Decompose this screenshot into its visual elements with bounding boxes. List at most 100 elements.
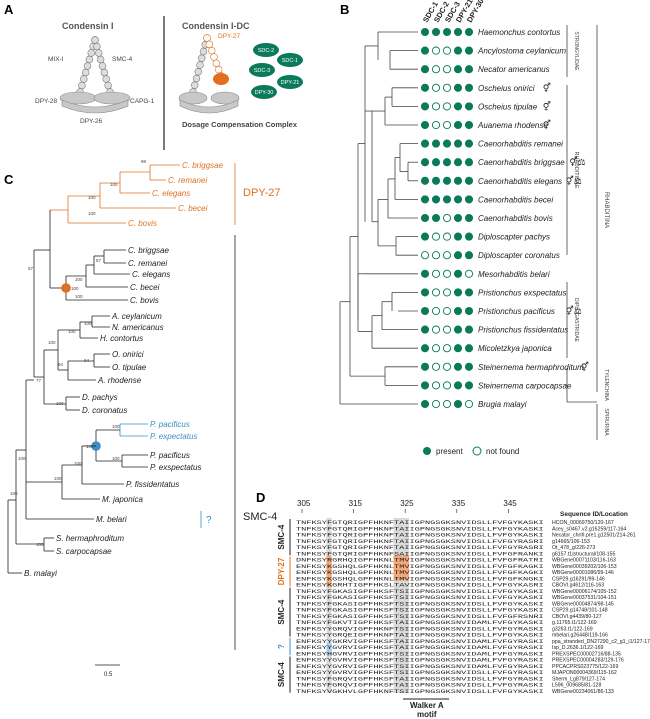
presence-dot bbox=[453, 213, 463, 223]
coil-bead bbox=[199, 47, 208, 56]
presence-dot bbox=[431, 158, 441, 167]
presence-dot bbox=[420, 251, 430, 260]
dpy27-clade-label: DPY-27 bbox=[243, 187, 281, 199]
presence-dot bbox=[464, 381, 474, 390]
bootstrap-value: 100 bbox=[10, 491, 18, 496]
sequence-id: g.11765.t1/122-169 bbox=[552, 620, 597, 626]
coil-bead bbox=[203, 34, 211, 42]
presence-dot bbox=[420, 306, 430, 316]
taxon-label: D. pachys bbox=[82, 393, 118, 402]
presence-dot bbox=[453, 381, 463, 390]
coil-bead bbox=[93, 42, 101, 51]
bootstrap-value: 100 bbox=[88, 211, 96, 216]
species-name: Caenorhabditis bovis bbox=[478, 214, 553, 223]
presence-dot bbox=[431, 381, 441, 390]
alignment-sequence: TNFKSYFGKASIGPFHKSFTSIIGPNGSGKSNVIDSLLFV… bbox=[296, 607, 544, 614]
presence-dot bbox=[464, 102, 474, 111]
coil-bead bbox=[95, 49, 103, 57]
coil-bead bbox=[191, 81, 199, 89]
sex-system-icon: ⚥ bbox=[581, 361, 589, 372]
species-name: Diploscapter pachys bbox=[478, 233, 550, 242]
sex-system-icon: ⚥⚖ bbox=[566, 305, 582, 316]
dc-subunit-right bbox=[210, 91, 240, 105]
coil-bead bbox=[96, 55, 105, 64]
panel-b-label: B bbox=[340, 2, 349, 17]
panel-a-label: A bbox=[4, 2, 14, 17]
sequence-id: PREXSPEC00004283/129-176 bbox=[552, 658, 624, 664]
alignment-sequence: TNFKSYFGTQRIGPFHKNFTAIIGPNGSGKSNVIDSLLFV… bbox=[296, 519, 544, 526]
coil-bead bbox=[80, 75, 88, 83]
presence-dot bbox=[431, 83, 441, 92]
bootstrap-value: 100 bbox=[18, 456, 26, 461]
taxon-label: C. remanei bbox=[128, 259, 167, 268]
walker-a-label-line2: motif bbox=[417, 710, 437, 719]
legend-notfound-dot bbox=[472, 446, 482, 456]
presence-dot bbox=[442, 362, 452, 371]
presence-dot bbox=[431, 46, 441, 55]
sequence-id: WBGene00001086/99-146 bbox=[552, 570, 614, 576]
presence-dot bbox=[420, 344, 430, 353]
presence-dot bbox=[431, 362, 441, 371]
presence-dot bbox=[431, 120, 441, 130]
alignment-sequence: ENFKSYYGVRVIGPFHKSFTSIIGPNGSGKSNVIDAMLFV… bbox=[296, 657, 544, 664]
presence-dot bbox=[431, 325, 441, 334]
sequence-id: g3263.t1/122-169 bbox=[552, 626, 593, 632]
smc-coil-right bbox=[91, 36, 114, 96]
coil-bead bbox=[98, 62, 107, 70]
dpy27-taxon: C. remanei bbox=[168, 176, 207, 185]
sequence-id: WBGene00004874/98-145 bbox=[552, 601, 614, 607]
presence-dot bbox=[453, 399, 463, 409]
alignment-sequence: TNFKSYFGTQRIGPFHKNFTAIIGPNGSGKSNVIDSLLFV… bbox=[296, 538, 544, 545]
presence-dot bbox=[442, 325, 452, 334]
presence-dot bbox=[442, 102, 452, 111]
taxon-label: B. malayi bbox=[24, 569, 57, 578]
bootstrap-value: 100 bbox=[88, 195, 96, 200]
presence-dot bbox=[442, 399, 452, 409]
sequence-id: ppa_stranded_DN27290_c2_g1_i1/127-174 bbox=[552, 639, 650, 645]
species-name: Steinernema carpocapsae bbox=[478, 381, 572, 390]
presence-dot bbox=[431, 232, 441, 241]
coil-bead bbox=[198, 54, 206, 62]
sex-system-icon: ⚥ bbox=[543, 119, 551, 130]
alignment-position: 335 bbox=[452, 499, 466, 508]
presence-dot bbox=[453, 83, 463, 92]
group-label: SMC-4 bbox=[277, 524, 286, 549]
alignment-sequence: ENFKSYYGKRVIGPFHKSFTAIIGPNGSGKSNVIDAMLFV… bbox=[296, 638, 544, 645]
sequence-id: CBOVI.g4439/80-127 bbox=[552, 614, 602, 620]
alignment-sequence: ENFKSYYGVRVIGPFHKSFTSIIGPNGSGKSNVIDAMLFV… bbox=[296, 663, 544, 670]
alignment-sequence: TNFKSYYGRQEIGPFHKNFTAIIGPNGSGKSNVIDSLLFV… bbox=[296, 632, 544, 639]
bootstrap-value: 100 bbox=[112, 424, 120, 429]
coil-bead bbox=[81, 68, 90, 77]
rhabditina-label: RHABDITINA bbox=[603, 192, 609, 228]
sequence-id: HCON_00069750/120-167 bbox=[552, 520, 614, 526]
presence-dot bbox=[420, 195, 430, 204]
question-mark: ? bbox=[206, 515, 212, 526]
presence-dot bbox=[453, 288, 463, 297]
presence-dot bbox=[442, 65, 452, 74]
sequence-id: WBGene00039202/106-153 bbox=[552, 564, 617, 570]
taxon-label: P. pacificus bbox=[150, 420, 190, 429]
taxon-label: O. onirici bbox=[112, 350, 144, 359]
taxon-label: S. carpocapsae bbox=[56, 547, 112, 556]
sequence-id: PREXSPEC00002716/88-135 bbox=[552, 651, 621, 657]
taxon-label: A. rhodense bbox=[97, 376, 142, 385]
taxon-label: P. expectatus bbox=[150, 432, 197, 441]
walker-a-label-line1: Walker A bbox=[410, 701, 444, 710]
sequence-id: MJAPON00004369/115-162 bbox=[552, 670, 617, 676]
species-tree-b bbox=[339, 31, 418, 405]
alignment-sequence: ENFKSYKGRHTIGPFHKSLTAVIGPNGSGKSNVIDSLLFV… bbox=[296, 582, 544, 589]
coil-bead bbox=[85, 55, 94, 64]
presence-dot bbox=[431, 102, 441, 111]
taxon-label: C. bovis bbox=[130, 296, 159, 305]
panel-c-label: C bbox=[4, 172, 14, 187]
presence-dot bbox=[453, 362, 463, 371]
presence-dot bbox=[464, 195, 474, 204]
sdc-2-label: SDC-2 bbox=[258, 48, 275, 54]
alignment-position: 315 bbox=[349, 499, 363, 508]
species-name: Caenorhabditis briggsae bbox=[478, 158, 565, 167]
bootstrap-value: 100 bbox=[71, 286, 79, 291]
taxon-label: N. americanus bbox=[112, 323, 164, 332]
dpy27-duplication-node bbox=[61, 283, 71, 293]
